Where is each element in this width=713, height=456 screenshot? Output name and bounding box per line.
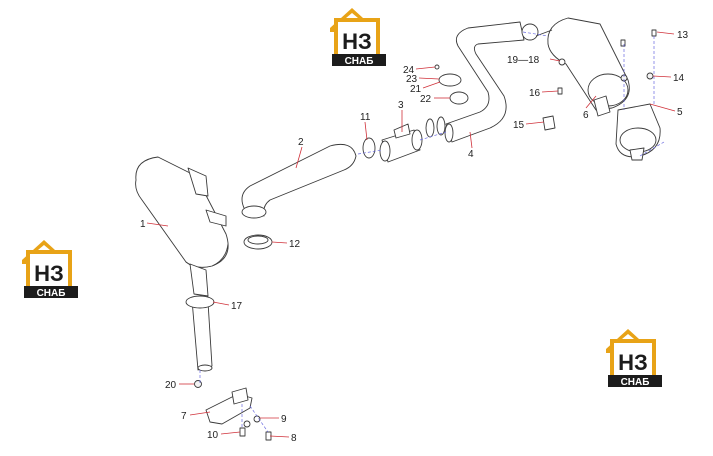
- callout-labels: 1 2 3 4 5 6 7 8 9 10 11 12 13 14 15 16 1…: [140, 30, 689, 444]
- logo-left: НЗ СНАБ: [22, 240, 78, 299]
- callout-11: 11: [360, 112, 371, 123]
- callout-15: 15: [513, 120, 525, 131]
- clip-part-19-18: [558, 58, 566, 66]
- callout-4: 4: [468, 149, 474, 160]
- callout-22: 22: [420, 94, 432, 105]
- callout-3: 3: [398, 100, 404, 111]
- callout-leaders: [146, 31, 676, 438]
- logo-mark: НЗ: [618, 350, 648, 375]
- bolt-part-16: [557, 87, 563, 95]
- clamp-part-12: [243, 234, 273, 250]
- callout-9: 9: [281, 414, 287, 425]
- callout-23: 23: [406, 74, 418, 85]
- support-bracket-part-7: [205, 387, 253, 425]
- callout-19-18: 19—18: [507, 55, 540, 66]
- clamp-part-23: [438, 73, 462, 87]
- washer-part-9: [243, 415, 261, 428]
- callout-2: 2: [298, 137, 304, 148]
- nut-part-14: [620, 72, 654, 82]
- callout-20: 20: [165, 380, 177, 391]
- callout-5: 5: [677, 107, 683, 118]
- callout-7: 7: [181, 411, 187, 422]
- logo-top: НЗ СНАБ: [330, 8, 386, 67]
- logo-word: СНАБ: [37, 288, 66, 299]
- callout-16: 16: [529, 88, 541, 99]
- assembly-lines: [199, 31, 665, 433]
- clamp-part-17: [185, 295, 215, 309]
- logo-mark: НЗ: [34, 261, 64, 286]
- bolt-part-10: [239, 427, 246, 437]
- callout-14: 14: [673, 73, 685, 84]
- sleeve-part-3: [379, 123, 423, 163]
- ring-set: [425, 116, 446, 138]
- intake-hose-part-4: [444, 21, 525, 143]
- callout-6: 6: [583, 110, 589, 121]
- callout-24: 24: [403, 65, 415, 76]
- callout-13: 13: [677, 30, 689, 41]
- air-filter-part-6: [521, 17, 630, 117]
- tail-pipe: [188, 297, 213, 372]
- logo-right: НЗ СНАБ: [606, 329, 662, 388]
- screw-part-24: [434, 64, 440, 70]
- cap-part-15: [542, 115, 556, 131]
- bracket-part-5: [615, 103, 661, 161]
- callout-8: 8: [291, 433, 297, 444]
- callout-17: 17: [231, 301, 243, 312]
- clamp-part-11: [362, 137, 376, 159]
- callout-10: 10: [207, 430, 219, 441]
- logo-mark: НЗ: [342, 29, 372, 54]
- clamp-part-22: [449, 91, 469, 105]
- callout-1: 1: [140, 219, 146, 230]
- muffler-part-1: [135, 156, 229, 297]
- logo-word: СНАБ: [621, 377, 650, 388]
- callout-12: 12: [289, 239, 301, 250]
- bolt-part-13: [620, 29, 657, 47]
- pipe-part-2: [241, 143, 357, 219]
- nut-part-20: [194, 380, 202, 388]
- logo-word: СНАБ: [345, 56, 374, 67]
- callout-21: 21: [410, 84, 422, 95]
